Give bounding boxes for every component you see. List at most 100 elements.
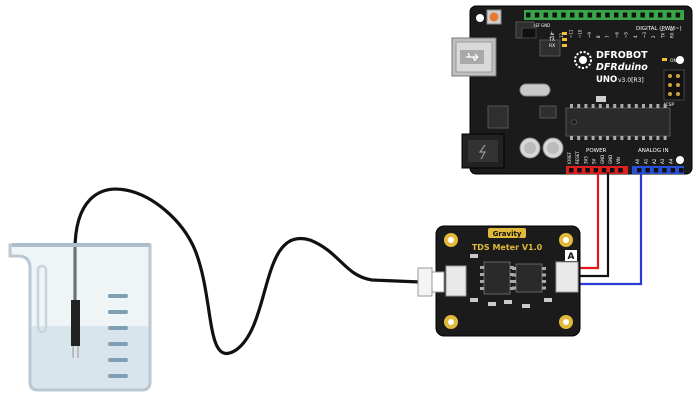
led-label-rx: RX — [549, 43, 555, 49]
chip-pin — [480, 287, 484, 290]
gnd-top-label: GND — [541, 23, 550, 28]
analog-pin-label: A5 — [677, 158, 682, 164]
connector-label: A — [568, 252, 575, 262]
chip-pin — [591, 104, 595, 108]
smd-component — [504, 300, 512, 304]
chip-pin — [606, 104, 609, 108]
small-chip — [539, 105, 557, 119]
mount-hole — [676, 56, 684, 64]
status-leds: L TX RX ON — [548, 31, 677, 64]
pin-hole — [679, 168, 684, 173]
digital-header — [524, 10, 684, 20]
icsp-pin — [668, 92, 672, 96]
tds-probe — [71, 300, 80, 346]
probe-socket — [417, 267, 433, 297]
analog-pin-label: A4 — [669, 158, 674, 164]
analog-pin-label: A0 — [635, 158, 640, 164]
digital-pin-label: 2 — [651, 35, 656, 38]
ic-chip-2 — [515, 263, 543, 293]
digital-pin-label: 13 — [550, 32, 555, 38]
analog-pin-label: A1 — [643, 158, 648, 164]
power-pin-label: IOREF — [567, 151, 572, 164]
chip-pin — [584, 136, 588, 140]
chip-pin — [542, 273, 546, 277]
pin-hole — [622, 12, 628, 18]
icsp-label: ICSP — [664, 102, 674, 108]
power-pin-label: 3V3 — [583, 156, 588, 164]
chip-pin — [634, 136, 638, 140]
icsp-pin — [668, 83, 672, 87]
chip-pin — [642, 104, 645, 108]
chip-pin — [591, 136, 595, 140]
reset-button[interactable] — [486, 9, 502, 25]
chip-pin — [542, 280, 546, 283]
signal-wire-a0 — [577, 172, 643, 286]
pin-hole — [601, 168, 607, 173]
chip-pin — [512, 273, 516, 277]
chip-pin — [542, 286, 546, 290]
smd-component — [470, 298, 478, 302]
chip-pin — [480, 273, 484, 276]
digital-pin-label: ~11 — [568, 29, 573, 38]
chip-pin — [542, 267, 546, 270]
chip-pin — [480, 266, 484, 269]
pin-hole — [561, 12, 566, 18]
chip-pin — [606, 136, 609, 140]
pin-hole — [585, 168, 590, 173]
on-label: ON — [670, 58, 677, 64]
chip-pin — [613, 104, 617, 108]
chip-pin — [620, 136, 624, 140]
chip-pin — [642, 136, 645, 140]
smd-component — [522, 304, 530, 308]
aref-label: AREF — [530, 23, 541, 28]
analog-label: ANALOG IN — [638, 148, 669, 154]
icsp-top-header — [521, 27, 537, 39]
chip-pin — [649, 104, 653, 108]
digital-pin-label: ~9 — [587, 32, 592, 38]
chip-pin — [570, 104, 573, 108]
power-pin-label: GND — [608, 155, 613, 164]
chip-pin — [480, 280, 484, 283]
mount-hole — [676, 156, 684, 164]
pin-hole — [618, 168, 623, 173]
chip-pin — [570, 136, 573, 140]
pin-hole — [670, 168, 676, 173]
small-component — [596, 96, 606, 102]
digital-pin-label: 8 — [596, 35, 601, 38]
digital-pin-label: ~3 — [642, 32, 647, 38]
probe-pin — [77, 346, 79, 358]
pin-hole — [645, 168, 650, 173]
crystal-oscillator — [519, 83, 551, 97]
tds-meter-board: Gravity TDS Meter V1.0 A — [417, 225, 581, 337]
dc-power-jack — [461, 133, 505, 169]
chip-pin — [620, 104, 624, 108]
digital-pin-label: 7 — [605, 35, 610, 38]
icsp-pin — [676, 74, 680, 78]
beaker — [8, 243, 152, 392]
pin-hole — [631, 12, 637, 18]
sensor-title: TDS Meter V1.0 — [472, 243, 543, 252]
pin-hole — [570, 12, 575, 18]
ground-wire — [577, 172, 610, 278]
power-pin-label: 5V — [592, 158, 597, 164]
pin-hole — [569, 168, 574, 173]
chip-pin — [512, 280, 516, 283]
dfrobot-logo — [574, 51, 592, 69]
digital-pin-label: 4 — [633, 35, 638, 38]
usb-icon — [466, 52, 479, 62]
power-pin-label: RESET — [575, 151, 580, 164]
chip-pin — [663, 104, 667, 108]
digital-pin-label: ~5 — [624, 32, 629, 38]
chip-pin — [656, 136, 660, 140]
chip-pin — [627, 136, 631, 140]
connector-label-box — [565, 250, 577, 261]
pin-hole — [552, 12, 557, 18]
power-header — [566, 166, 628, 174]
usb-serial-chip — [539, 39, 561, 57]
jst-connector-right — [555, 261, 579, 293]
pin-hole — [649, 12, 654, 18]
power-wire-5v — [577, 172, 600, 270]
chip-pin — [627, 104, 631, 108]
